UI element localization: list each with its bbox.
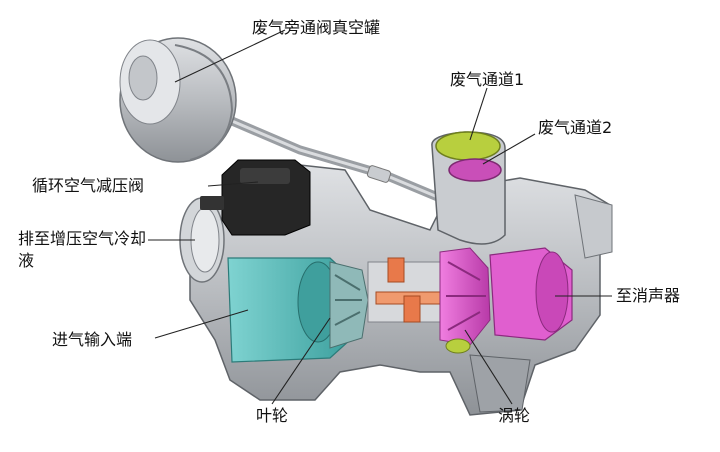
label-exhaust-channel-2: 废气通道2 xyxy=(538,118,613,137)
label-to-intercooler: 排至增压空气冷却液 xyxy=(18,229,147,270)
turbine-wheel xyxy=(439,247,573,346)
exhaust-channel-1-opening xyxy=(435,131,501,161)
actuator-rod xyxy=(220,113,445,203)
label-wastegate-vacuum-canister: 废气旁通阀真空罐 xyxy=(252,18,381,37)
label-intake-end: 进气输入端 xyxy=(52,330,133,349)
label-to-muffler: 至消声器 xyxy=(616,286,681,305)
compressor-impeller xyxy=(329,261,369,349)
label-recirculation-valve: 循环空气减压阀 xyxy=(32,176,145,195)
label-exhaust-channel-1: 废气通道1 xyxy=(450,70,525,89)
label-impeller: 叶轮 xyxy=(256,406,289,425)
leader-lines xyxy=(148,29,612,405)
intake-passage xyxy=(227,257,356,363)
exhaust-channel-2-opening xyxy=(448,158,502,182)
label-turbine: 涡轮 xyxy=(498,406,531,425)
recirculation-valve xyxy=(200,159,311,236)
shaft-bearing xyxy=(367,257,441,323)
lower-exhaust-opening xyxy=(445,338,471,354)
wastegate-vacuum-canister xyxy=(119,37,237,163)
